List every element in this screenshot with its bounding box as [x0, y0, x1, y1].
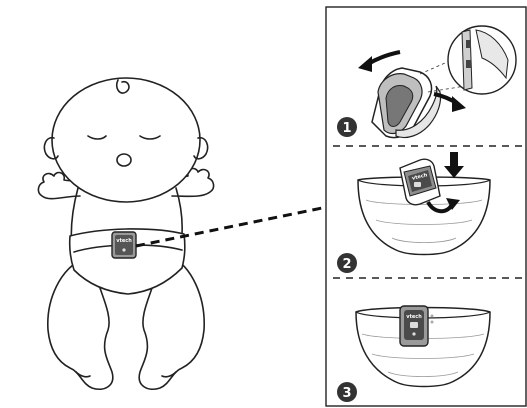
baby-illustration: [37, 77, 215, 390]
baby-head: [51, 77, 201, 203]
step-3-device-brand: vtech: [406, 314, 422, 320]
baby-right-leg: [138, 255, 205, 390]
push-down-arrow: [450, 152, 458, 166]
step-1-badge: [337, 117, 357, 137]
baby-left-arm: [37, 171, 91, 200]
step-2-badge: [337, 253, 357, 273]
baby-mouth: [116, 153, 132, 167]
step-2-number: 2: [342, 257, 351, 272]
baby-hair-curl: [115, 79, 130, 94]
baby-left-eye: [87, 135, 107, 140]
baby-left-leg: [47, 257, 114, 390]
device-on-baby: vtech: [111, 231, 137, 259]
connector-dashed-line: [135, 204, 333, 248]
step-3-badge: [337, 382, 357, 402]
step-2-illustration: vtech 2: [337, 152, 491, 273]
step-1-illustration: 1: [337, 25, 517, 139]
step-3-number: 3: [342, 386, 351, 401]
baby-right-eye: [139, 135, 161, 140]
device-brand-label: vtech: [116, 238, 132, 244]
step-3-illustration: vtech 3: [337, 305, 491, 402]
step-2-device-brand: vtech: [411, 172, 428, 182]
step-1-number: 1: [342, 121, 351, 136]
